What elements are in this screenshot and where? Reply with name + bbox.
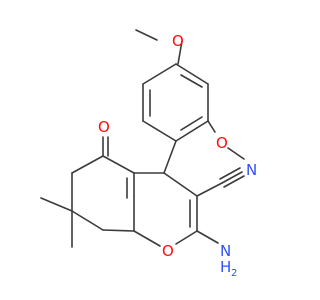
oxygen-atom-label: O [162, 242, 174, 260]
atom-labels: O O N O O N H 2 [98, 32, 257, 279]
hydrogen-atom-label: H [220, 258, 231, 276]
oxygen-atom-label: O [216, 134, 228, 152]
oxygen-atom-label: O [98, 118, 110, 136]
hydrogen-count-subscript: 2 [231, 268, 237, 279]
oxygen-atom-label: O [172, 32, 184, 50]
molecule-structure: O O N O O N H 2 [40, 29, 257, 279]
bond-lines [40, 29, 245, 248]
nitrogen-atom-label: N [220, 242, 231, 260]
nitrogen-atom-label: N [246, 161, 257, 179]
